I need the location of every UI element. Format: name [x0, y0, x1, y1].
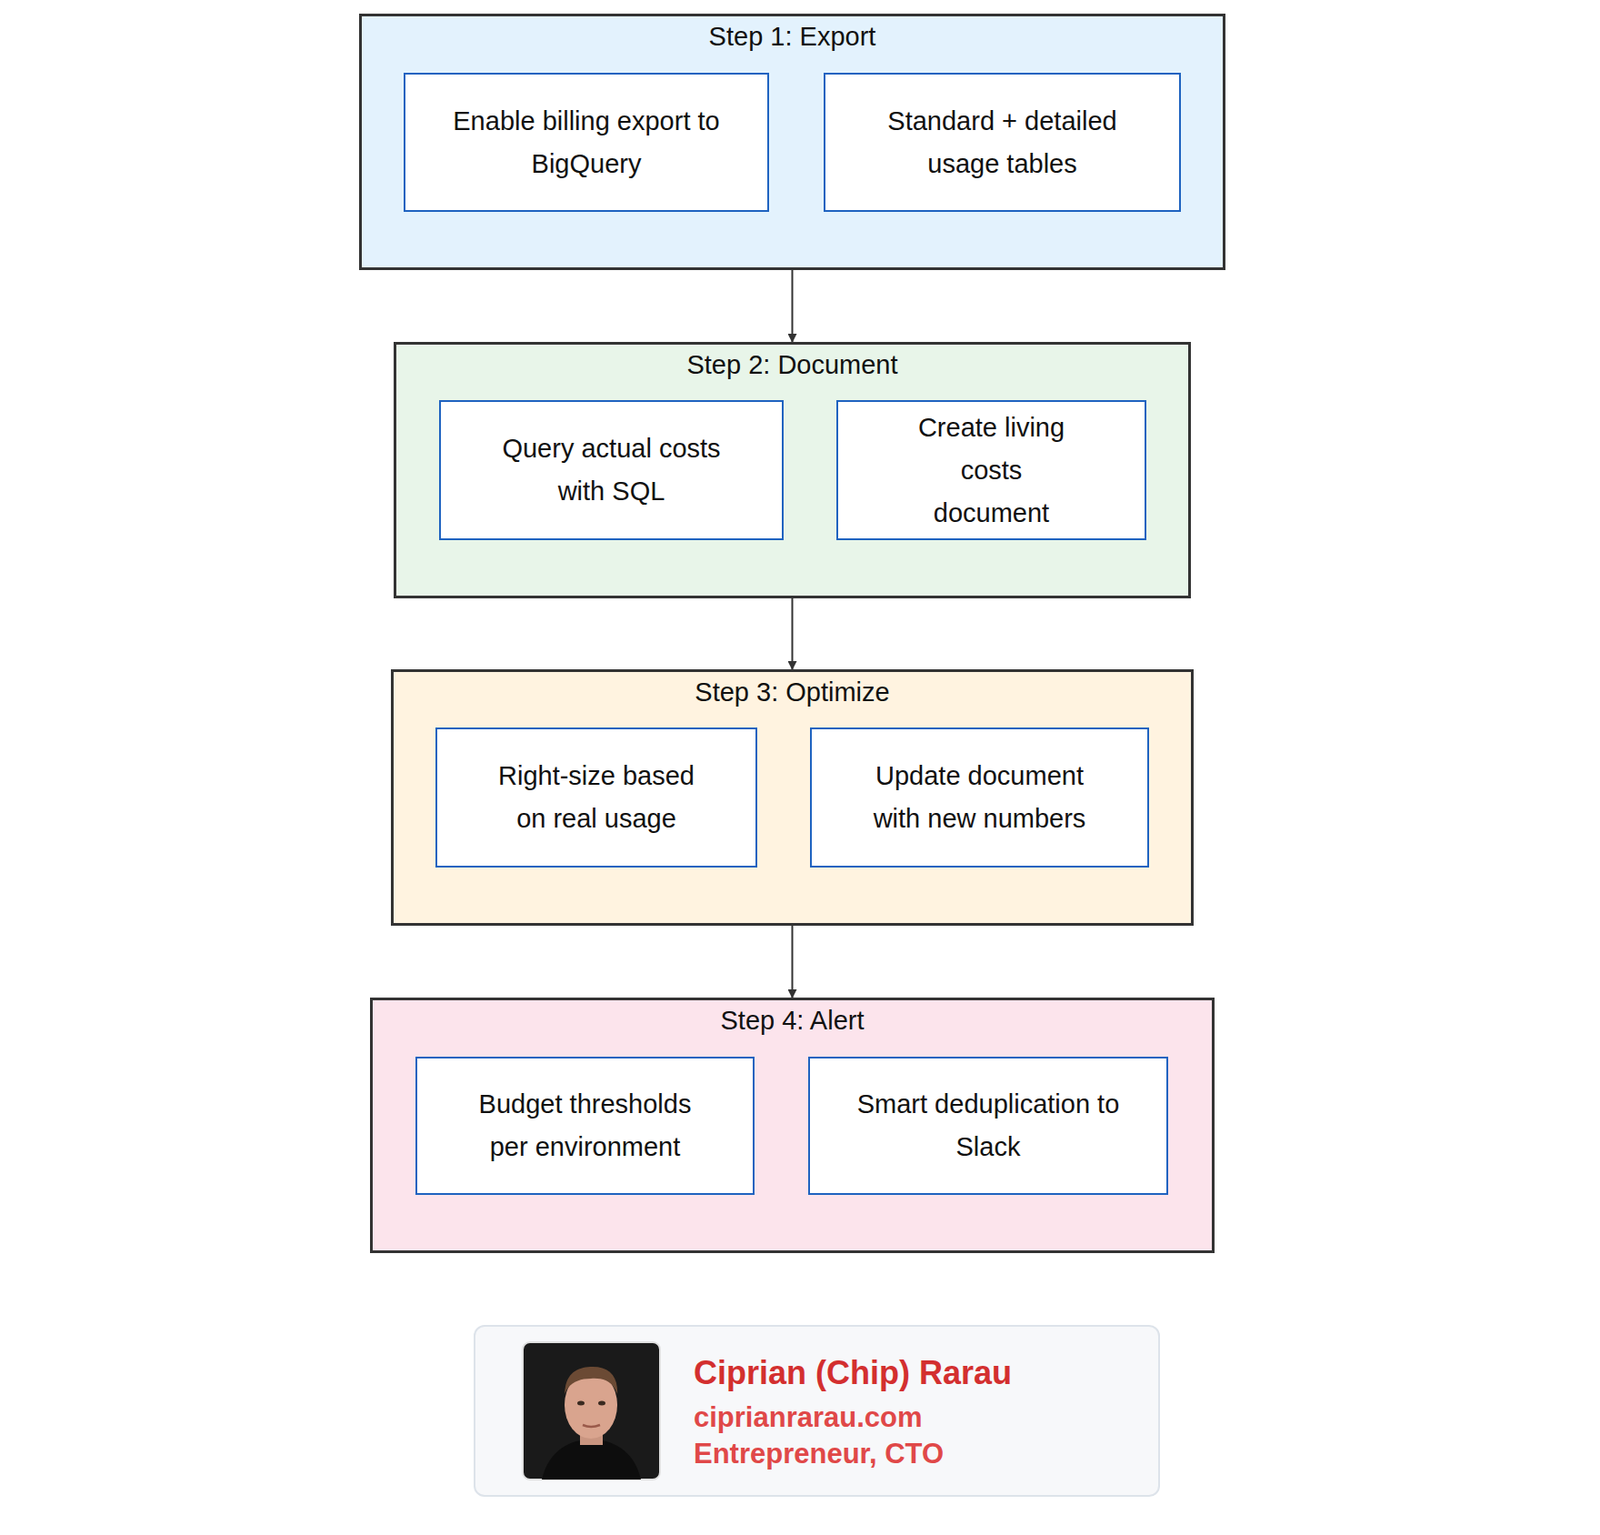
step-group: Step 4: AlertBudget thresholds per envir…: [370, 997, 1215, 1253]
author-role: Entrepreneur, CTO: [693, 1437, 944, 1470]
step-group: Step 1: ExportEnable billing export to B…: [359, 13, 1226, 270]
box-text: Enable billing export to BigQuery: [445, 100, 728, 186]
process-box: Budget thresholds per environment: [415, 1056, 755, 1195]
flow-arrow: [791, 270, 794, 342]
author-card: Ciprian (Chip) Rarau ciprianrarau.comEntr…: [473, 1324, 1160, 1497]
box-text: Smart deduplication to Slack: [851, 1082, 1125, 1169]
flow-arrow: [791, 925, 794, 998]
box-text: Standard + detailed usage tables: [866, 100, 1140, 186]
process-box: Smart deduplication to Slack: [808, 1056, 1169, 1195]
process-box: Enable billing export to BigQuery: [403, 72, 770, 212]
author-photo: [521, 1340, 661, 1480]
process-box: Right-size based on real usage: [435, 727, 758, 868]
flow-arrow: [791, 598, 794, 670]
box-text: Query actual costs with SQL: [480, 427, 744, 513]
box-text: Right-size based on real usage: [482, 754, 710, 840]
step-group: Step 3: OptimizeRight-size based on real…: [390, 669, 1194, 926]
step-title: Step 3: Optimize: [393, 677, 1191, 708]
author-site: ciprianrarau.com: [693, 1400, 923, 1434]
process-box: Standard + detailed usage tables: [823, 72, 1181, 212]
box-text: Create living costs document: [900, 406, 1083, 535]
step-group: Step 2: DocumentQuery actual costs with …: [393, 341, 1191, 599]
process-box: Create living costs document: [836, 400, 1147, 540]
step-title: Step 1: Export: [361, 21, 1223, 52]
step-title: Step 4: Alert: [372, 1005, 1212, 1036]
step-title: Step 2: Document: [396, 350, 1189, 380]
box-text: Budget thresholds per environment: [458, 1082, 713, 1169]
author-name: Ciprian (Chip) Rarau: [693, 1353, 1012, 1392]
process-box: Query actual costs with SQL: [439, 400, 784, 540]
box-text: Update document with new numbers: [857, 754, 1103, 840]
process-box: Update document with new numbers: [810, 727, 1150, 868]
